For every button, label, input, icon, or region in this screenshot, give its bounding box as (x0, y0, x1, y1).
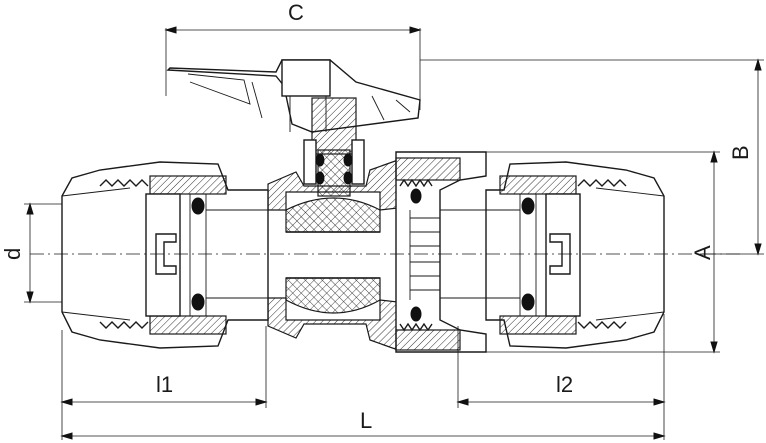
dimension-label-l2: l2 (556, 372, 573, 397)
dimension-lines (24, 26, 764, 440)
left-compression-fitting (61, 161, 269, 349)
dimension-label-l1: l1 (156, 372, 173, 397)
dimension-label-l: L (360, 408, 372, 433)
valve-handle (166, 59, 421, 133)
dimension-label-b: B (728, 145, 753, 160)
right-compression-fitting (440, 161, 665, 349)
dimension-label-c: C (288, 0, 304, 25)
dimension-label-a: A (690, 245, 715, 260)
valve-body (267, 159, 399, 351)
valve-stem (303, 97, 365, 197)
dimension-label-d: d (0, 248, 25, 260)
union-nut (395, 151, 487, 353)
